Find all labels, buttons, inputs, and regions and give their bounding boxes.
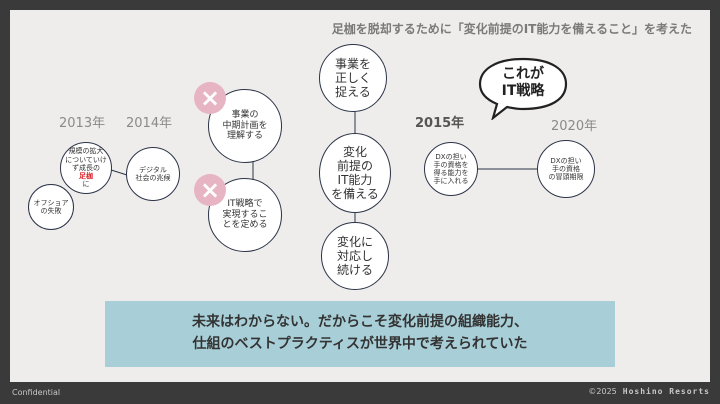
slide: 足枷を脱却するために「変化前提のIT能力を備えること」を考えた 2013年 20… bbox=[10, 10, 710, 382]
cross-mark-icon: × bbox=[194, 82, 226, 114]
cross-mark-icon: × bbox=[194, 174, 226, 206]
circle-midterm-text: 事業の 中期計画を 理解する bbox=[222, 110, 268, 142]
circle-digital-text: デジタル 社会の兆候 bbox=[135, 165, 171, 182]
brand-logo: Hoshino Resorts bbox=[622, 387, 710, 396]
circle-growth-text: 規模の拡大 についていけ ず成長の bbox=[65, 147, 107, 172]
circle-dx1-text: DXの担い 手の資格を 得る能力を 手に入れる bbox=[433, 152, 469, 186]
year-2014: 2014年 bbox=[126, 116, 173, 131]
circle-digital-signs: デジタル 社会の兆候 bbox=[126, 147, 180, 201]
copyright-text: ©2025 bbox=[588, 387, 617, 396]
circle-dx-capability: DXの担い 手の資格を 得る能力を 手に入れる bbox=[424, 142, 478, 196]
circle-growth-suffix: に bbox=[82, 180, 90, 189]
slide-heading: 足枷を脱却するために「変化前提のIT能力を備えること」を考えた bbox=[331, 22, 692, 36]
circle-dx-deadline: DXの担い 手の資格 の冒頭期限 bbox=[537, 140, 595, 198]
circle-change-text: 変化 前提の IT能力 を備える bbox=[331, 144, 379, 202]
circle-grasp-business: 事業を 正しく 捉える bbox=[319, 44, 387, 112]
circle-offshore-text: オフショア の失敗 bbox=[33, 198, 69, 215]
year-2015: 2015年 bbox=[415, 116, 465, 131]
circle-change-premise-capability: 変化 前提の IT能力 を備える bbox=[319, 133, 391, 213]
circle-grasp-text: 事業を 正しく 捉える bbox=[334, 56, 371, 100]
speech-bubble bbox=[478, 57, 568, 120]
year-2013: 2013年 bbox=[59, 116, 106, 131]
banner-line-1: 未来はわからない。だからこそ変化前提の組織能力、 bbox=[192, 314, 528, 331]
circle-it-strategy-text: IT戦略で 実現するこ とを定める bbox=[222, 199, 268, 231]
footer-branding: ©2025 Hoshino Resorts bbox=[588, 387, 710, 396]
bubble-text: これが IT戦略 bbox=[501, 66, 545, 99]
circle-dx2-text: DXの担い 手の資格 の冒頭期限 bbox=[548, 156, 584, 182]
circle-keep-adapting: 変化に 対応し 続ける bbox=[321, 222, 389, 290]
message-banner: 未来はわからない。だからこそ変化前提の組織能力、 仕組のベストプラクティスが世界… bbox=[105, 301, 615, 367]
circle-offshore-failure: オフショア の失敗 bbox=[28, 184, 74, 230]
confidential-label: Confidential bbox=[12, 388, 61, 397]
year-2020: 2020年 bbox=[551, 119, 598, 134]
circle-adapt-text: 変化に 対応し 続ける bbox=[336, 234, 373, 278]
circle-growth-shackle: 規模の拡大 についていけ ず成長の 足枷に bbox=[60, 142, 112, 194]
banner-line-2: 仕組のベストプラクティスが世界中で考えられていた bbox=[192, 336, 528, 352]
highlight-shackle: 足枷 bbox=[78, 172, 93, 181]
